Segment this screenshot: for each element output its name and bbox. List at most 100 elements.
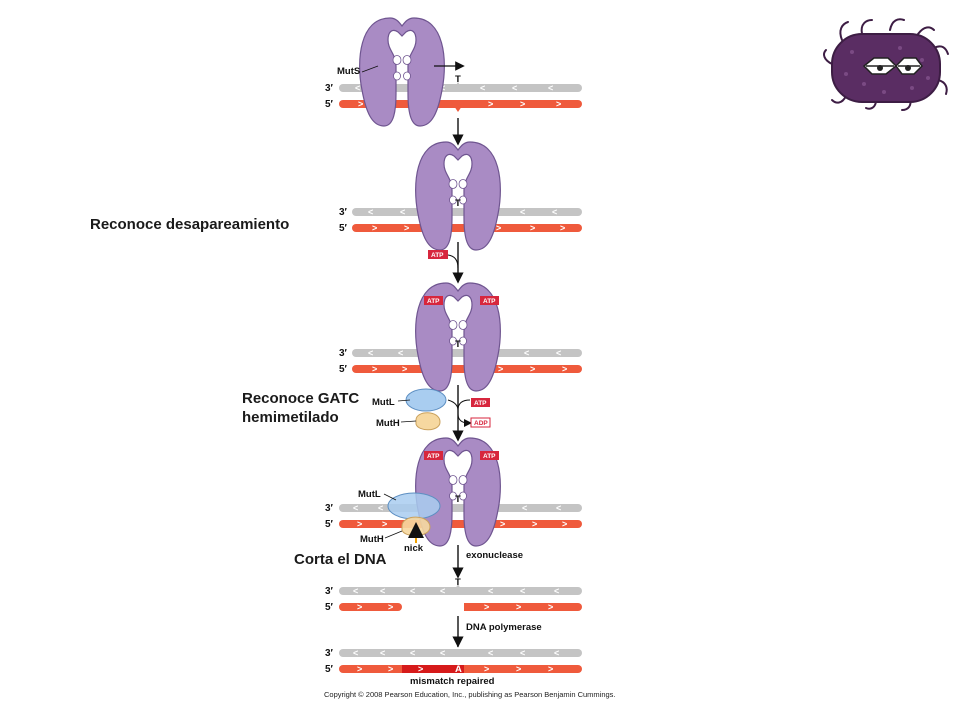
- svg-text:>: >: [562, 519, 567, 529]
- atp-tag: [424, 451, 443, 460]
- svg-text:<: <: [488, 648, 493, 658]
- svg-text:>: >: [488, 99, 493, 109]
- svg-text:<: <: [548, 83, 553, 93]
- svg-text:<: <: [522, 503, 527, 513]
- three-prime-label: 3′: [339, 207, 348, 218]
- svg-text:>: >: [372, 364, 377, 374]
- caption-recognizes-mismatch: Reconoce desapareamiento: [90, 216, 290, 233]
- svg-text:>: >: [562, 364, 567, 374]
- svg-text:<: <: [368, 348, 373, 358]
- mutH-label: MutH: [376, 418, 400, 429]
- svg-text:<: <: [353, 648, 358, 658]
- svg-text:<: <: [512, 83, 517, 93]
- three-prime-label: 3′: [325, 503, 334, 514]
- panel-1: <<<<<<< >>>>>> MutS 3′ 5′ T: [325, 17, 582, 127]
- svg-text:<: <: [554, 648, 559, 658]
- svg-text:>: >: [382, 519, 387, 529]
- atp-label: ATP: [431, 252, 444, 259]
- mismatch-base: T: [455, 74, 461, 85]
- svg-text:<: <: [378, 503, 383, 513]
- nick-label: nick: [404, 543, 424, 554]
- five-prime-label: 5′: [325, 664, 334, 675]
- svg-text:<: <: [440, 648, 445, 658]
- three-prime-label: 3′: [325, 586, 334, 597]
- mutL-protein: [387, 492, 441, 520]
- svg-text:>: >: [516, 602, 521, 612]
- svg-text:<: <: [410, 648, 415, 658]
- three-prime-label: 3′: [325, 83, 334, 94]
- three-prime-label: 3′: [325, 648, 334, 659]
- atp-tag: [480, 296, 499, 305]
- mutH-label: MutH: [360, 534, 384, 545]
- svg-text:<: <: [520, 586, 525, 596]
- svg-text:<: <: [380, 648, 385, 658]
- svg-text:>: >: [560, 223, 565, 233]
- svg-text:>: >: [388, 602, 393, 612]
- svg-text:>: >: [500, 519, 505, 529]
- five-prime-label: 5′: [339, 223, 348, 234]
- mutS-protein: [359, 17, 445, 127]
- svg-text:<: <: [355, 83, 360, 93]
- svg-text:<: <: [353, 503, 358, 513]
- panel-4: <<<<< >>>>> ATP ATP MutL MutH nick 3′ 5′…: [325, 437, 582, 554]
- mismatch-base: T: [455, 339, 461, 350]
- svg-text:>: >: [404, 223, 409, 233]
- mutS-protein: [415, 141, 501, 251]
- svg-text:<: <: [520, 648, 525, 658]
- svg-text:<: <: [398, 348, 403, 358]
- atp-label: ATP: [483, 298, 496, 305]
- atp-label: ATP: [483, 453, 496, 460]
- svg-text:<: <: [556, 348, 561, 358]
- panel-6: <<<<<<< >>>>>> A 3′ 5′ T mismatch repair…: [325, 639, 582, 687]
- svg-text:<: <: [380, 586, 385, 596]
- svg-text:A: A: [455, 664, 462, 675]
- svg-text:<: <: [554, 586, 559, 596]
- svg-text:>: >: [548, 664, 553, 674]
- svg-text:<: <: [400, 207, 405, 217]
- svg-text:>: >: [530, 364, 535, 374]
- exonuclease-label: exonuclease: [466, 550, 523, 561]
- svg-text:<: <: [556, 503, 561, 513]
- polymerase-label: DNA polymerase: [466, 622, 542, 633]
- svg-text:>: >: [484, 664, 489, 674]
- new-strand: [339, 520, 582, 528]
- adp-tag: [470, 417, 491, 428]
- mismatch-base: T: [455, 198, 461, 209]
- svg-text:<: <: [480, 83, 485, 93]
- svg-text:>: >: [418, 664, 423, 674]
- mutl-muth-binding-step: MutL MutH ATP ADP: [372, 385, 491, 442]
- atp-label: ATP: [427, 298, 440, 305]
- three-prime-label: 3′: [339, 348, 348, 359]
- five-prime-label: 5′: [339, 364, 348, 375]
- svg-text:>: >: [530, 223, 535, 233]
- svg-text:>: >: [556, 99, 561, 109]
- repaired-segment: [402, 665, 464, 673]
- copyright-notice: Copyright © 2008 Pearson Education, Inc.…: [324, 690, 616, 699]
- mismatch-base: T: [455, 494, 461, 505]
- atp-tag: [428, 250, 448, 259]
- five-prime-label: 5′: [325, 602, 334, 613]
- panel-2: <<<<< >>>>> 3′ 5′ T: [339, 141, 582, 251]
- five-prime-label: 5′: [325, 519, 334, 530]
- caption-recognizes-gatc: Reconoce GATC: [242, 390, 360, 407]
- mutL-protein: [405, 388, 447, 412]
- svg-text:<: <: [368, 207, 373, 217]
- panel-3: <<<<< >>>>> ATP ATP 3′ 5′ T: [339, 282, 582, 392]
- atp-tag: [424, 296, 443, 305]
- mismatch-repaired-label: mismatch repaired: [410, 676, 495, 687]
- svg-text:>: >: [358, 99, 363, 109]
- adp-label: ADP: [474, 420, 488, 427]
- template-strand: [339, 649, 582, 657]
- mismatch-base: T: [455, 639, 461, 650]
- svg-text:<: <: [520, 207, 525, 217]
- svg-text:>: >: [388, 664, 393, 674]
- panel-5: <<<<<<< >>>>> 3′ 5′ T: [325, 577, 582, 613]
- mutH-protein: [415, 412, 441, 431]
- atp-tag: [480, 451, 499, 460]
- svg-text:>: >: [520, 99, 525, 109]
- caption-hemimethylated: hemimetilado: [242, 409, 339, 426]
- svg-text:<: <: [353, 586, 358, 596]
- svg-text:>: >: [484, 602, 489, 612]
- atp-label: ATP: [427, 453, 440, 460]
